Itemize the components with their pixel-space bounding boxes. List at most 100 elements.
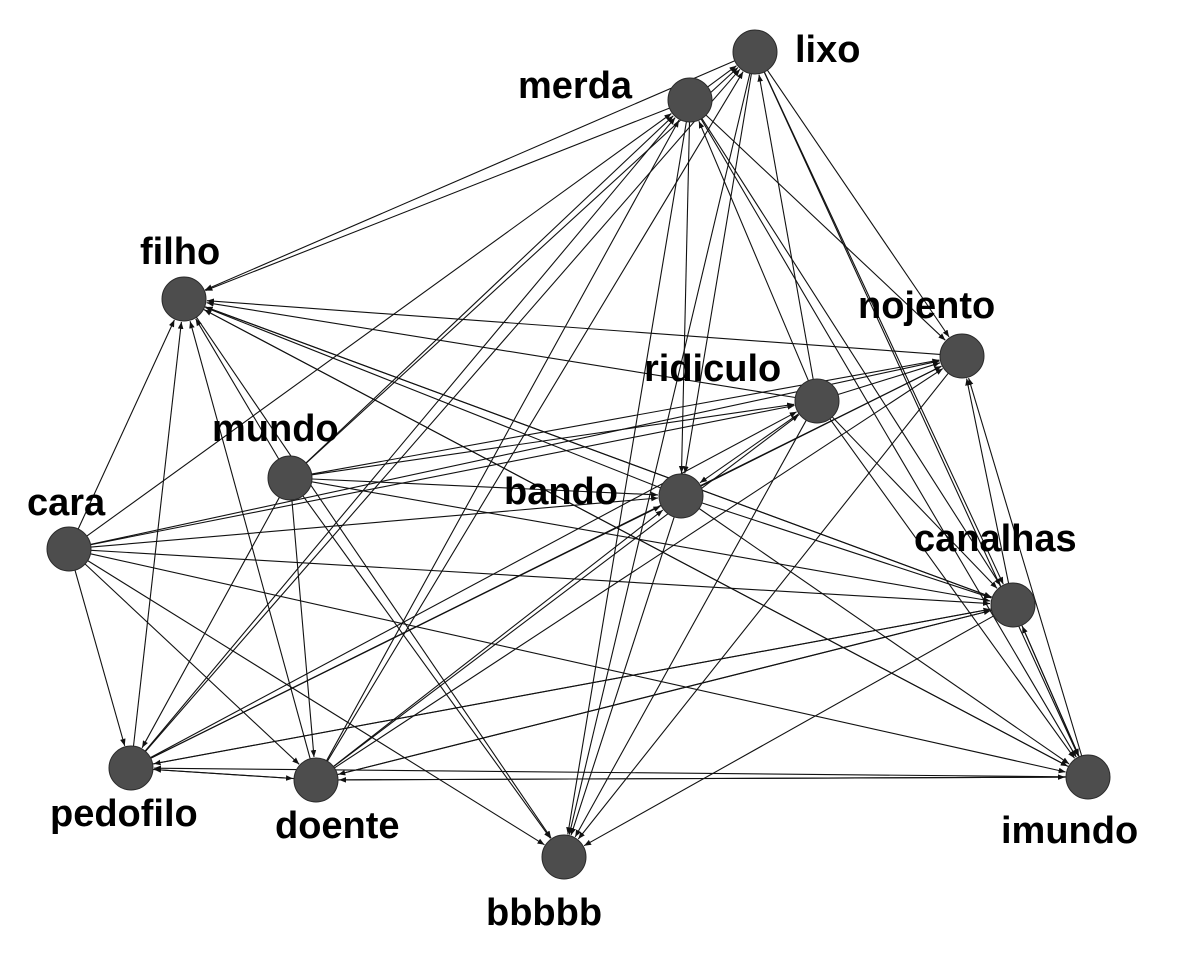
- edge-merda-to-canalhas: [701, 118, 1002, 586]
- edge-mundo-to-canalhas: [311, 481, 991, 603]
- node-imundo-circle[interactable]: [1065, 754, 1111, 800]
- node-bbbbb[interactable]: bbbbb: [486, 834, 602, 934]
- edge-ridiculo-to-imundo: [829, 418, 1076, 759]
- edge-cara-to-ridiculo: [90, 404, 795, 546]
- node-nojento-circle[interactable]: [939, 333, 985, 379]
- edge-cara-to-filho: [77, 319, 175, 530]
- edge-canalhas-to-nojento: [965, 378, 1010, 584]
- node-canalhas-label: canalhas: [914, 518, 1077, 560]
- node-ridiculo-label: ridiculo: [644, 348, 781, 390]
- edge-bando-to-imundo: [698, 508, 1070, 765]
- node-canalhas[interactable]: canalhas: [914, 518, 1077, 628]
- edge-mundo-to-bbbbb: [302, 495, 551, 839]
- node-bando[interactable]: bando: [504, 471, 704, 519]
- node-pedofilo-circle[interactable]: [108, 745, 154, 791]
- node-canalhas-circle[interactable]: [990, 582, 1036, 628]
- edge-bando-to-filho: [205, 306, 661, 489]
- node-doente-circle[interactable]: [293, 757, 339, 803]
- edge-imundo-to-pedofilo: [153, 765, 1067, 778]
- edge-ridiculo-to-filho: [206, 301, 796, 399]
- edge-nojento-to-filho: [206, 298, 941, 355]
- edge-doente-to-canalhas: [337, 609, 991, 776]
- edge-cara-to-merda: [86, 113, 672, 537]
- edge-ridiculo-to-bando: [699, 413, 800, 484]
- edge-doente-to-merda: [326, 119, 680, 761]
- edge-filho-to-canalhas: [204, 306, 992, 598]
- edge-cara-to-doente: [84, 563, 300, 765]
- node-cara-circle[interactable]: [46, 526, 92, 572]
- node-cara[interactable]: cara: [27, 482, 106, 572]
- edge-cara-to-imundo: [90, 553, 1066, 774]
- node-lixo-circle[interactable]: [732, 29, 778, 75]
- edge-merda-to-imundo: [700, 118, 1077, 758]
- edge-mundo-to-merda: [305, 115, 674, 464]
- node-pedofilo-label: pedofilo: [50, 793, 198, 835]
- edge-ridiculo-to-lixo: [757, 74, 814, 380]
- edge-doente-to-nojento: [334, 368, 944, 769]
- node-mundo-label: mundo: [212, 408, 339, 450]
- edge-bando-to-bbbbb: [570, 516, 675, 836]
- edge-pedofilo-to-filho: [132, 321, 184, 747]
- node-merda-circle[interactable]: [667, 77, 713, 123]
- edge-filho-to-bbbbb: [195, 316, 552, 839]
- node-cara-label: cara: [27, 482, 106, 524]
- edge-lixo-to-imundo: [763, 71, 1079, 757]
- edge-merda-to-lixo: [707, 65, 737, 88]
- edges-layer: [74, 60, 1083, 847]
- node-nojento[interactable]: nojento: [858, 285, 995, 379]
- node-imundo[interactable]: imundo: [1001, 754, 1138, 852]
- node-filho[interactable]: filho: [140, 231, 220, 322]
- edge-pedofilo-to-ridiculo: [150, 411, 797, 759]
- edge-merda-to-nojento: [705, 114, 946, 341]
- edge-canalhas-to-bbbbb: [583, 615, 995, 847]
- node-merda-label: merda: [518, 65, 633, 107]
- nodes-layer: lixo merda filho nojento ridiculo mundo …: [27, 29, 1138, 934]
- node-doente-label: doente: [275, 805, 400, 847]
- edge-pedofilo-to-nojento: [150, 365, 942, 759]
- edge-mundo-to-bando: [311, 478, 659, 498]
- node-nojento-label: nojento: [858, 285, 995, 327]
- node-lixo-label: lixo: [795, 29, 860, 71]
- node-bbbbb-label: bbbbb: [486, 892, 602, 934]
- edge-mundo-to-doente: [291, 499, 317, 758]
- edge-mundo-to-nojento: [311, 358, 940, 475]
- node-doente[interactable]: doente: [275, 757, 400, 847]
- edge-ridiculo-to-bbbbb: [574, 419, 807, 838]
- edge-doente-to-lixo: [326, 71, 744, 762]
- node-filho-label: filho: [140, 231, 220, 273]
- edge-lixo-to-filho: [204, 60, 736, 291]
- node-bando-circle[interactable]: [658, 473, 704, 519]
- edge-lixo-to-bando: [683, 73, 752, 474]
- edge-merda-to-filho: [205, 107, 670, 292]
- edge-nojento-to-bbbbb: [577, 372, 949, 840]
- node-pedofilo[interactable]: pedofilo: [50, 745, 198, 835]
- edge-filho-to-imundo: [203, 308, 1068, 767]
- edge-doente-to-ridiculo: [333, 414, 800, 768]
- edge-pedofilo-to-lixo: [145, 68, 741, 752]
- edge-mundo-to-lixo: [305, 67, 739, 464]
- edge-cara-to-canalhas: [90, 549, 991, 606]
- edge-cara-to-bbbbb: [87, 560, 545, 846]
- node-filho-circle[interactable]: [161, 276, 207, 322]
- edge-ridiculo-to-nojento: [837, 362, 941, 396]
- node-ridiculo[interactable]: ridiculo: [644, 348, 840, 424]
- node-lixo[interactable]: lixo: [732, 29, 860, 75]
- edge-pedofilo-to-canalhas: [152, 607, 991, 765]
- edge-mundo-to-pedofilo: [141, 497, 280, 749]
- edge-doente-to-imundo: [337, 774, 1066, 781]
- node-mundo[interactable]: mundo: [212, 408, 339, 501]
- edge-pedofilo-to-doente: [152, 768, 294, 781]
- edge-imundo-to-canalhas: [1021, 625, 1080, 758]
- node-bbbbb-circle[interactable]: [541, 834, 587, 880]
- edge-imundo-to-nojento: [967, 377, 1083, 757]
- edge-mundo-to-filho: [195, 318, 280, 460]
- edge-bando-to-canalhas: [701, 502, 992, 599]
- node-merda[interactable]: merda: [518, 65, 713, 123]
- edge-lixo-to-nojento: [766, 69, 950, 338]
- edge-merda-to-bbbbb: [566, 121, 687, 835]
- edge-mundo-to-ridiculo: [311, 402, 795, 476]
- node-mundo-circle[interactable]: [267, 455, 313, 501]
- node-ridiculo-circle[interactable]: [794, 378, 840, 424]
- edge-cara-to-pedofilo: [74, 570, 126, 747]
